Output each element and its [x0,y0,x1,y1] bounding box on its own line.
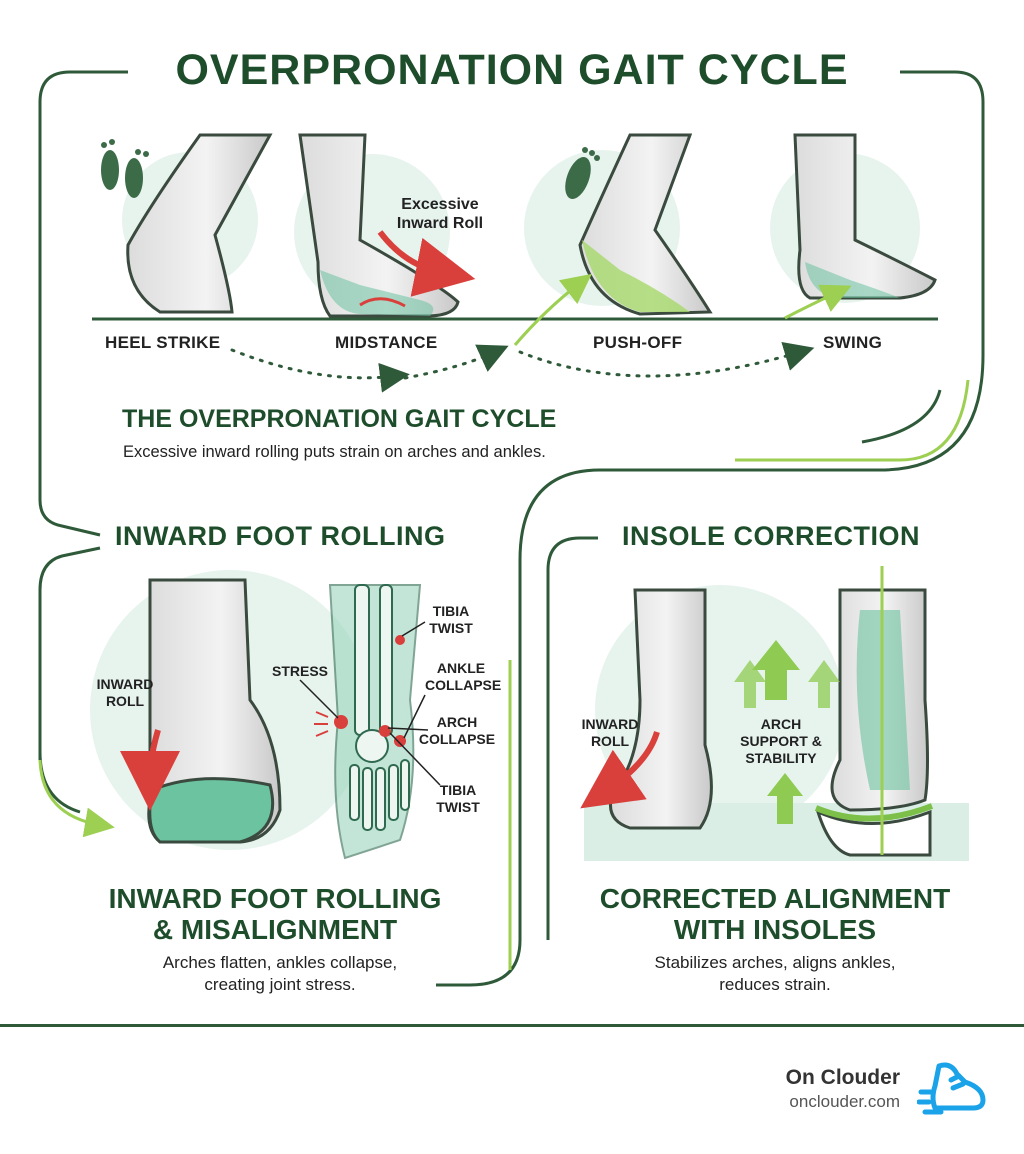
rolling-roll-label: INWARD ROLL [96,676,154,709]
arch-support-label: ARCH SUPPORT & STABILITY [740,716,822,766]
phase-heel-strike: HEEL STRIKE [105,333,221,352]
tibia-twist-bottom-label: TIBIA TWIST [436,782,480,815]
shoe-logo-icon [917,1062,986,1115]
foot-skeleton [328,584,422,860]
phase-push-off: PUSH-OFF [593,333,683,352]
arch-collapse-label: ARCH COLLAPSE [418,714,496,747]
rolling-subcaption: Arches flatten, ankles collapse, creatin… [162,953,398,994]
rolling-heading: INWARD FOOT ROLLING [115,521,446,551]
correction-heading: INSOLE CORRECTION [622,521,921,551]
footer-divider [0,1024,1024,1027]
correction-caption: CORRECTED ALIGNMENT WITH INSOLES [599,883,951,945]
phase-midstance: MIDSTANCE [335,333,438,352]
callout-inward-roll: Excessive Inward Roll [396,196,484,232]
phase-swing: SWING [823,333,883,352]
stress-label: STRESS [272,663,329,679]
gait-heading: THE OVERPRONATION GAIT CYCLE [122,405,557,433]
ankle-collapse-label: ANKLE COLLAPSE [425,660,502,693]
support-arrows [734,640,840,824]
footprints-icon [101,139,600,200]
tibia-twist-top-label: TIBIA TWIST [429,603,473,636]
brand-name: On Clouder [785,1066,900,1089]
brand-url: onclouder.com [789,1092,900,1111]
correction-subcaption: Stabilizes arches, aligns ankles, reduce… [654,953,896,994]
correction-roll-label: INWARD ROLL [581,716,639,749]
main-title: OVERPRONATION GAIT CYCLE [175,46,849,94]
rolling-caption: INWARD FOOT ROLLING & MISALIGNMENT [108,883,442,945]
gait-description: Excessive inward rolling puts strain on … [123,443,546,461]
